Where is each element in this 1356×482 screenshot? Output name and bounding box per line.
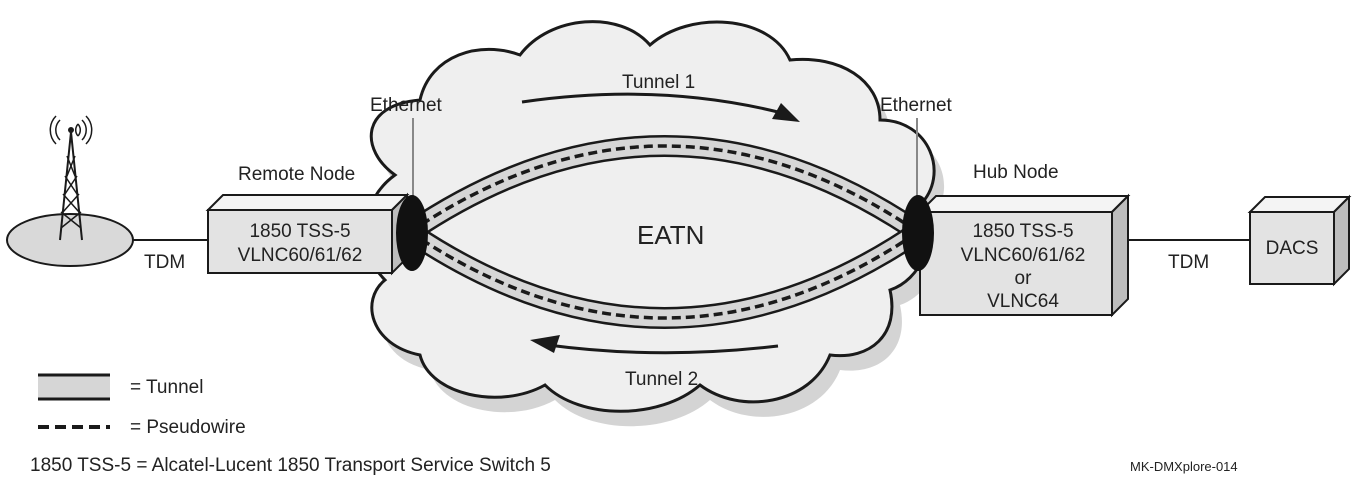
tdm-right-label: TDM [1168, 252, 1209, 273]
pseudowire-1 [409, 144, 919, 234]
footnote: 1850 TSS-5 = Alcatel-Lucent 1850 Transpo… [30, 455, 551, 476]
hub-node-model: 1850 TSS-5 [972, 221, 1073, 242]
ethernet-left-label: Ethernet [370, 95, 443, 116]
ethernet-right-label: Ethernet [880, 95, 953, 116]
hub-node-title: Hub Node [973, 162, 1059, 183]
dacs-label: DACS [1266, 238, 1319, 259]
legend-pseudowire-label: = Pseudowire [130, 417, 246, 438]
tdm-left-label: TDM [144, 252, 185, 273]
hub-node-alt-card: VLNC64 [987, 291, 1059, 312]
radio-tower-icon [6, 115, 134, 267]
hub-node-box [917, 193, 1131, 318]
legend-tunnel-label: = Tunnel [130, 377, 203, 398]
tunnel-2-band [403, 222, 925, 329]
tunnel-1-arrow [521, 92, 800, 122]
tunnel-1-band [403, 135, 925, 242]
pseudowire-2 [409, 230, 919, 320]
hub-node-or: or [1015, 268, 1033, 289]
remote-node-model: 1850 TSS-5 [249, 221, 350, 242]
remote-node-title: Remote Node [238, 164, 355, 185]
tunnel-2-label: Tunnel 2 [625, 369, 698, 390]
legend-tunnel-swatch [38, 373, 110, 401]
eatn-label: EATN [637, 220, 704, 250]
tunnel-2-arrow [530, 335, 779, 355]
dacs-box [1247, 194, 1352, 287]
remote-node-cards: VLNC60/61/62 [238, 245, 363, 266]
hub-node-cards: VLNC60/61/62 [961, 245, 1086, 266]
ethernet-port-right [902, 195, 934, 271]
legend: = Tunnel = Pseudowire [38, 373, 246, 438]
ethernet-port-left [396, 195, 428, 271]
tunnel-1-label: Tunnel 1 [622, 72, 695, 93]
figure-id: MK-DMXplore-014 [1130, 459, 1238, 474]
